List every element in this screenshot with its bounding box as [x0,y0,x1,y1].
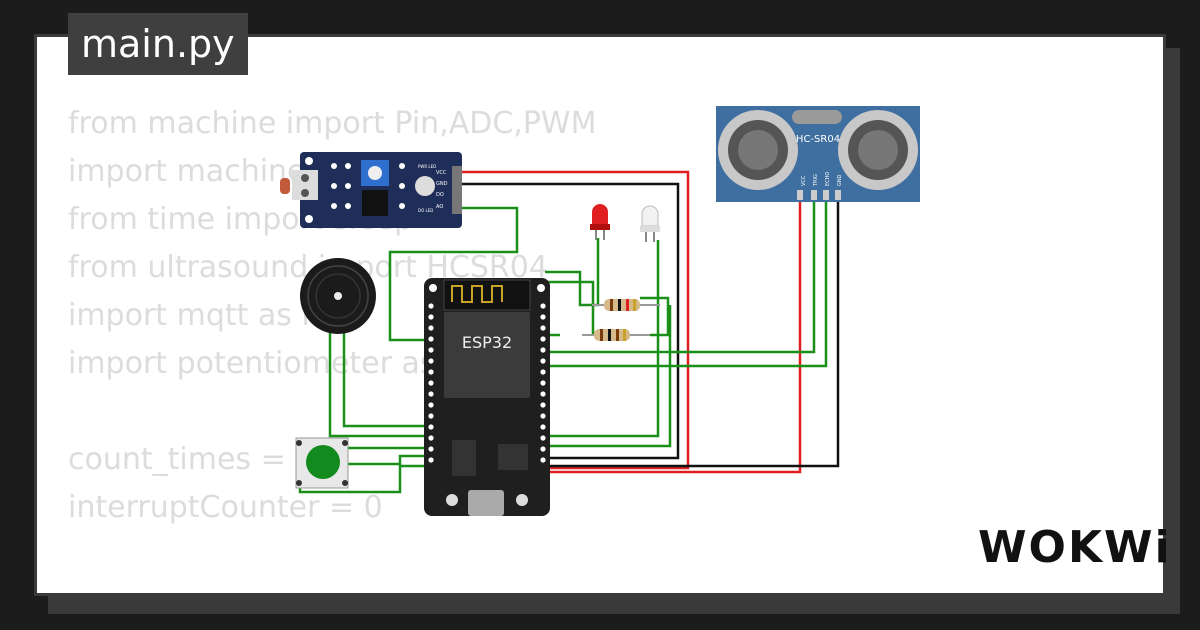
ldr-pin-vcc: VCC [436,170,447,176]
code-line: count_times = 0 [68,442,315,477]
wire-gnd [460,182,680,460]
esp32-pin [540,358,546,364]
esp32-pin [540,391,546,397]
esp32-pin [428,303,434,309]
code-line: import machine [68,154,306,189]
esp32-pin [540,336,546,342]
ldr-pin-do: DO [436,192,444,198]
esp32-pin [428,413,434,419]
esp32-pin [428,314,434,320]
esp32-pin [540,380,546,386]
project-card [34,34,1166,596]
resistor-2[interactable] [582,329,650,341]
esp32-pin [540,457,546,463]
us-pin-vcc: VCC [801,175,807,186]
code-preview: from machine import Pin,ADC,PWM import ma… [68,100,596,532]
esp32-pin [540,325,546,331]
esp32-pin [428,369,434,375]
esp32-pin [540,413,546,419]
file-tab[interactable]: main.py [68,13,248,75]
ldr-pwr-led-label: PWR LED [418,164,436,169]
esp32-pin [428,358,434,364]
ldr-do-led-label: DO LED [418,208,433,213]
esp32-pin [428,336,434,342]
esp32-pin [540,402,546,408]
esp32-pin [428,402,434,408]
wire-button-2 [345,454,430,466]
esp32-pin [428,347,434,353]
wire-us-echo [545,196,828,368]
esp32-pin [540,314,546,320]
esp32-pin [428,424,434,430]
ldr-pin-ao: AO [436,204,443,210]
esp32-pin [428,446,434,452]
esp32-pin [540,303,546,309]
wire-vcc [460,170,690,470]
push-button[interactable] [295,437,349,489]
code-line: from ultrasound import HCSR04 [68,250,548,285]
esp32-pin [540,424,546,430]
esp32-pin [540,446,546,452]
wire-resistor-2 [640,296,670,337]
ultrasonic-label: HC-SR04 [796,134,840,145]
led-red[interactable] [590,204,610,240]
wire-us-gnd [545,196,840,468]
us-pin-trig: TRIG [813,174,819,187]
esp32-pin [428,380,434,386]
led-white[interactable] [640,205,660,242]
wire-us-vcc [545,196,802,474]
us-pin-gnd: GND [837,174,843,186]
esp32-pin [428,325,434,331]
esp32-pin [540,435,546,441]
wire-buzzer-1 [328,312,430,438]
code-line: interruptCounter = 0 [68,490,383,525]
wire-ao [388,206,519,342]
esp32-board[interactable]: ESP32 [424,278,550,516]
esp32-pin [428,435,434,441]
wire-led-red [545,238,600,307]
wire-buzzer-2 [342,312,430,428]
wire-resistor-1 [545,280,595,335]
esp32-label: ESP32 [462,333,512,352]
ldr-pin-gnd: GND [436,181,448,187]
ldr-sensor-module[interactable]: VCC GND DO AO PWR LED DO LED [280,152,462,228]
us-pin-echo: ECHO [825,172,831,186]
wokwi-logo: WOKWi [978,522,1172,573]
buzzer[interactable] [300,258,376,334]
esp32-pin [540,369,546,375]
esp32-pin [428,391,434,397]
code-line: from machine import Pin,ADC,PWM [68,106,597,141]
esp32-pin [428,457,434,463]
wire-led-gnd [545,305,672,448]
resistor-1[interactable] [592,299,660,311]
ultrasonic-sensor[interactable]: HC-SR04 VCC TRIG ECHO GND [716,106,920,202]
wire-us-trig [545,196,816,354]
esp32-pin [540,347,546,353]
